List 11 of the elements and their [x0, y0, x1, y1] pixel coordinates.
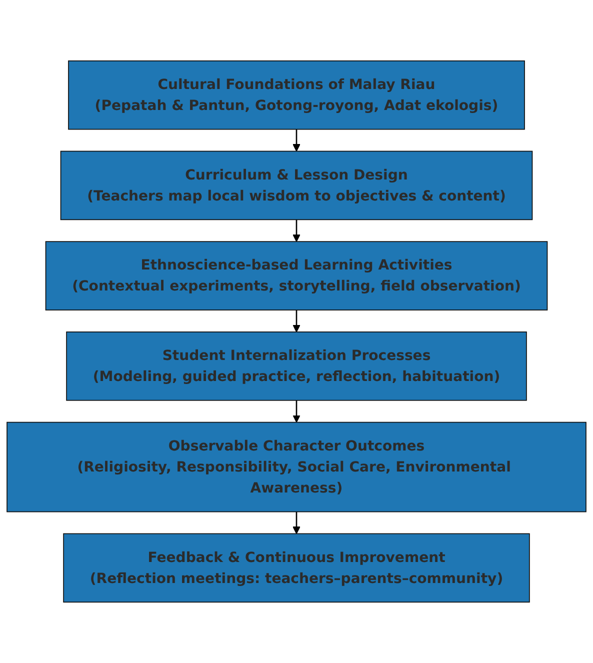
arrow — [292, 400, 300, 423]
node-box: Ethnoscience-based Learning Activities (Contextual experiments, storytelling, field observation) — [45, 241, 548, 310]
node-box: Cultural Foundations of Malay Riau (Pepatah & Pantun, Gotong-royong, Adat ekologis) — [68, 60, 525, 130]
arrow — [292, 220, 300, 242]
node-box: Observable Character Outcomes (Religiosity, Responsibility, Social Care, Environmental Awareness) — [6, 422, 586, 512]
arrow — [292, 310, 300, 332]
arrow — [292, 512, 300, 534]
node-box: Curriculum & Lesson Design (Teachers map local wisdom to objectives & content) — [60, 150, 533, 220]
arrow — [292, 129, 300, 152]
node-box: Feedback & Continuous Improvement (Reflection meetings: teachers–parents–community) — [63, 533, 530, 603]
node-box: Student Internalization Processes (Modeling, guided practice, reflection, habituation) — [66, 332, 527, 401]
